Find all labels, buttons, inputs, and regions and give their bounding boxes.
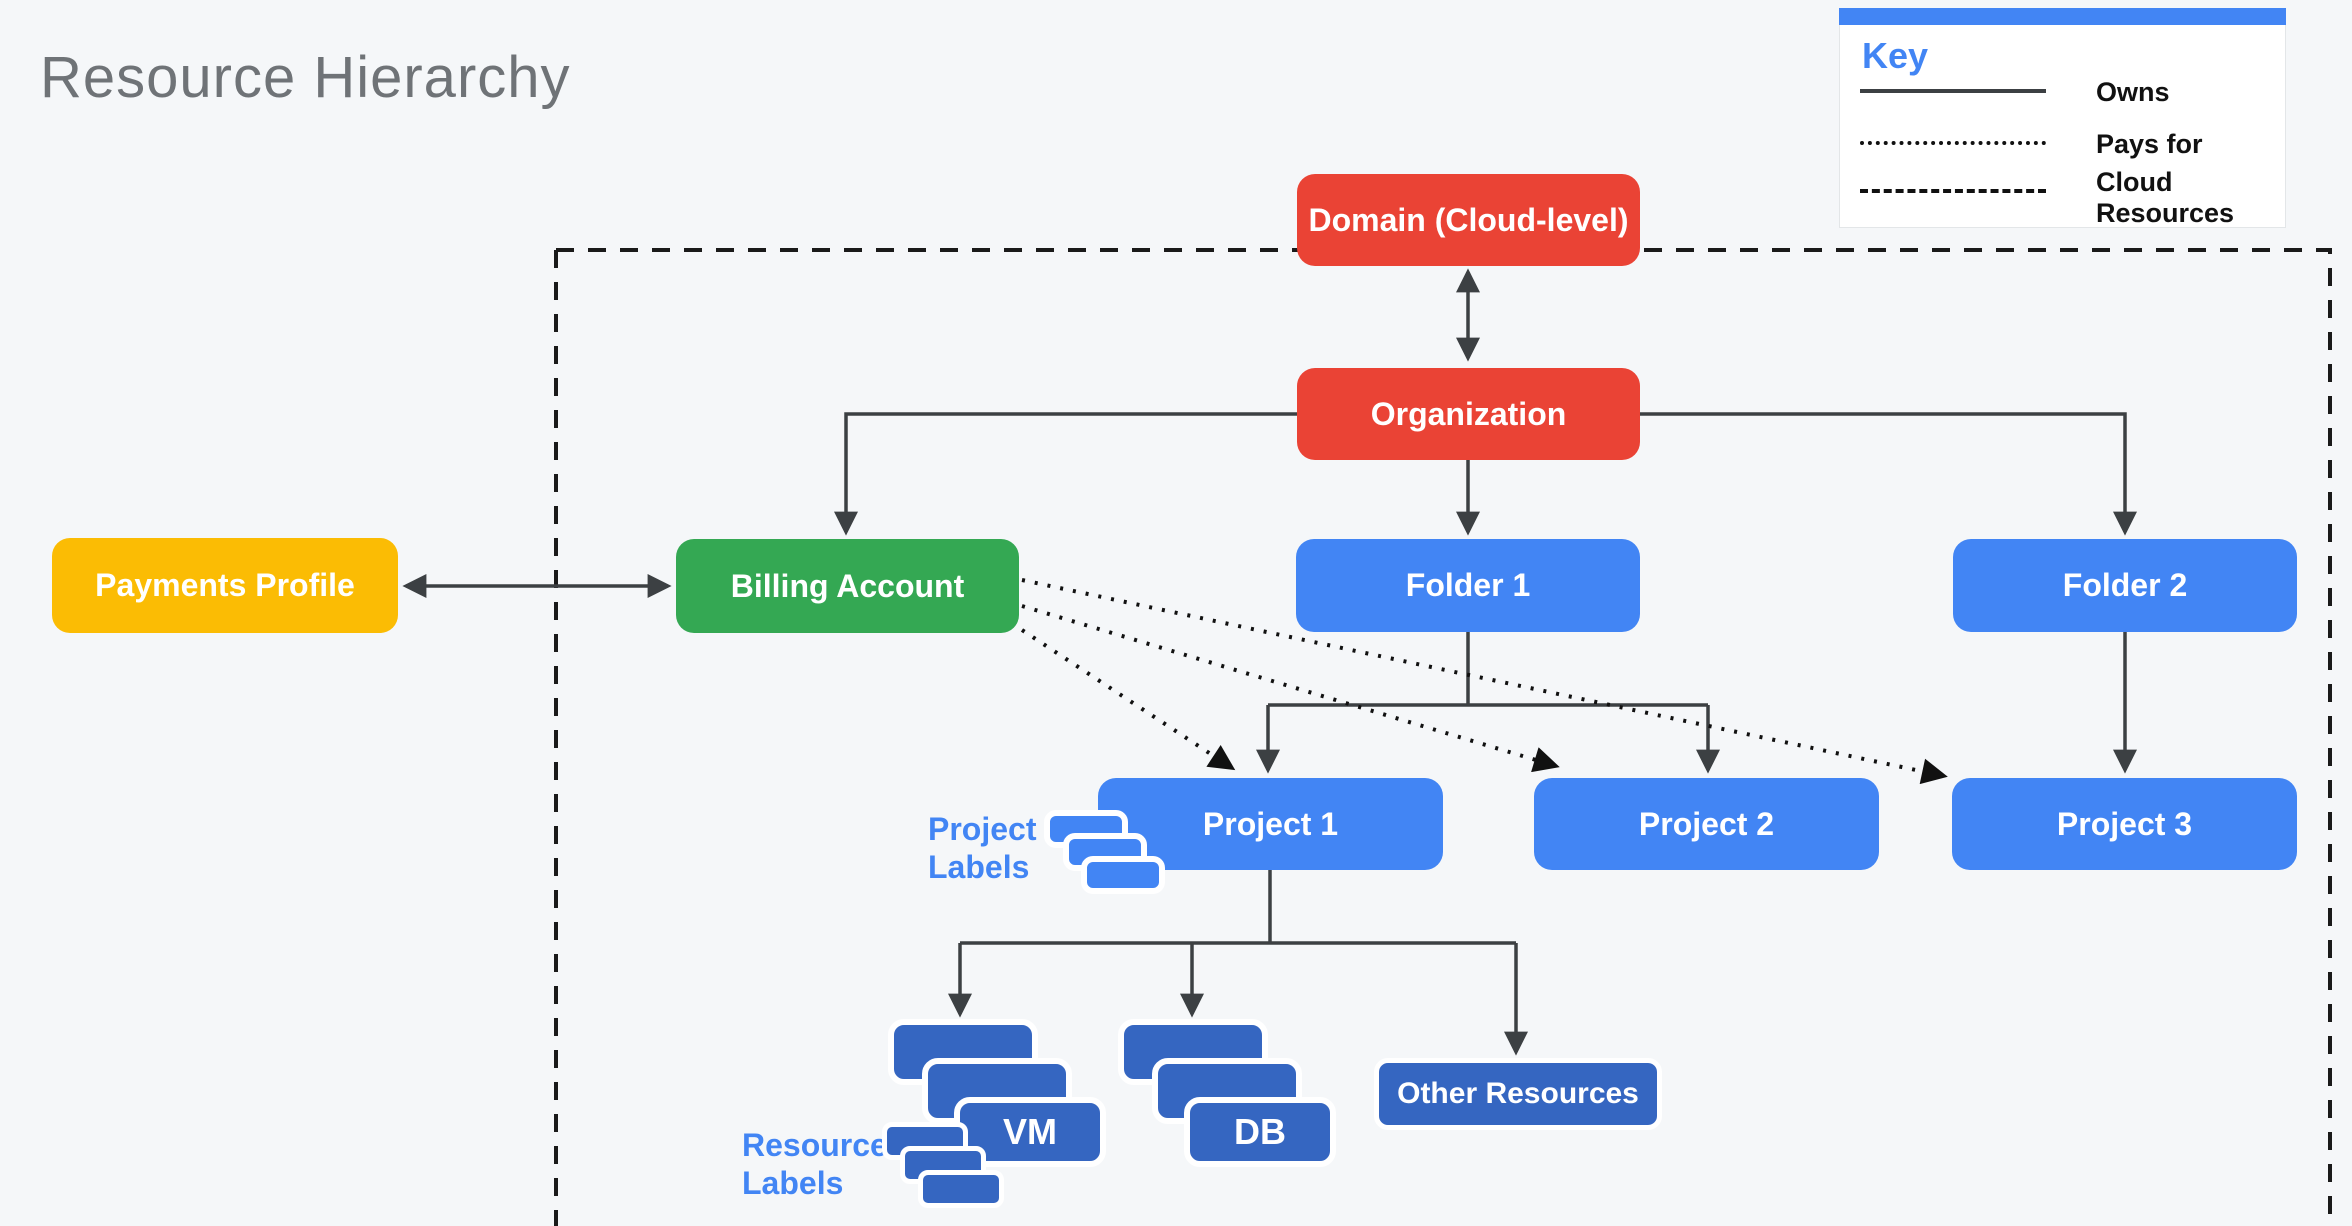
legend-solid-line-sample [1860,89,2046,93]
node-folder-1: Folder 1 [1296,539,1640,632]
cloud-resources-boundary [554,248,2332,1226]
legend-label-owns: Owns [2096,77,2170,107]
resource-labels-caption: Resource Labels [742,1127,888,1202]
node-organization: Organization [1297,368,1640,460]
legend: Key Owns Pays for Cloud Resources [1839,8,2286,228]
legend-dotted-line-sample [1860,141,2046,145]
legend-title: Key [1862,35,1929,76]
node-project-3: Project 3 [1952,778,2297,870]
node-billing-account: Billing Account [676,539,1019,633]
node-payments-profile: Payments Profile [52,538,398,633]
legend-header-bar [1839,8,2286,25]
node-other-resources: Other Resources [1374,1058,1662,1130]
legend-dashed-line-sample [1860,189,2046,193]
node-project-1: Project 1 [1098,778,1443,870]
resource-label-chip-icon [918,1170,1004,1208]
node-db: DB [1184,1097,1336,1167]
node-project-2: Project 2 [1534,778,1879,870]
project-labels-caption: Project Labels [928,811,1037,886]
legend-label-cloud-resources: Cloud Resources [2096,167,2235,229]
node-folder-2: Folder 2 [1953,539,2297,632]
page-title: Resource Hierarchy [40,45,571,110]
project-label-chip-icon [1081,856,1165,894]
legend-label-pays-for: Pays for [2096,129,2203,159]
node-domain: Domain (Cloud-level) [1297,174,1640,266]
